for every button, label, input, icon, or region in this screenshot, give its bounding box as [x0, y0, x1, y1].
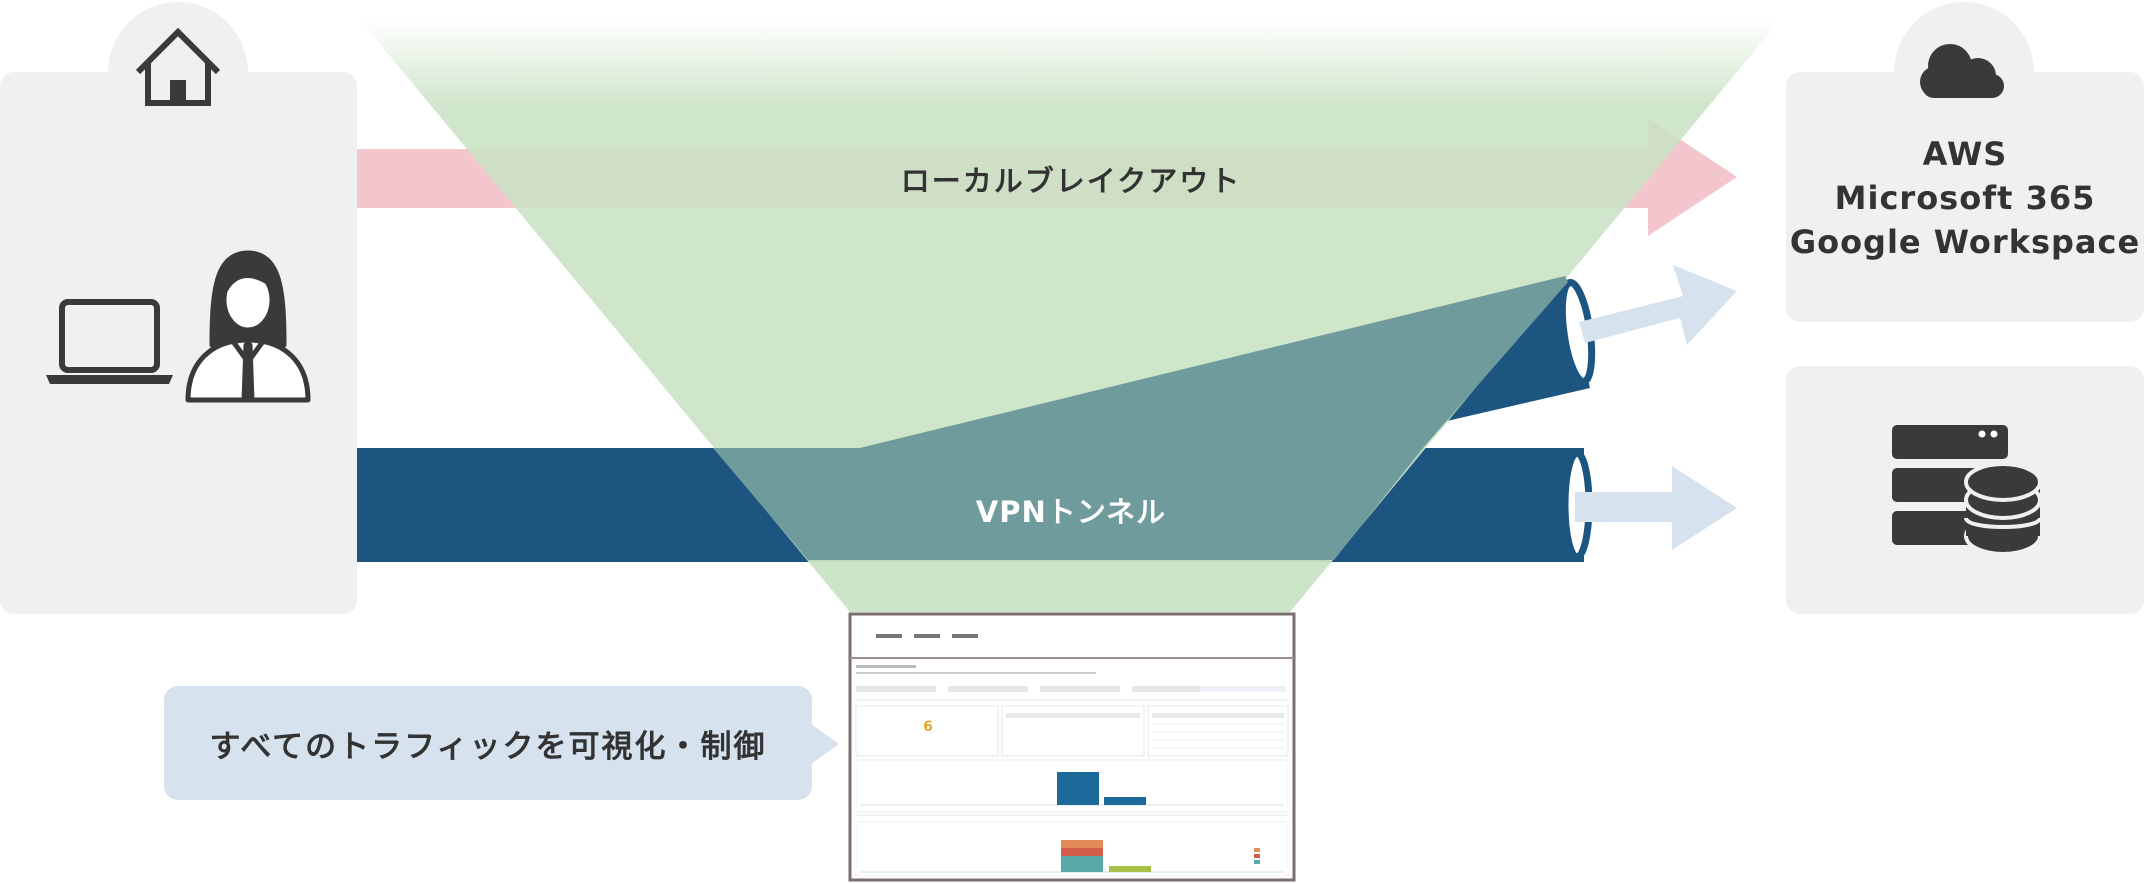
home-icon	[135, 27, 221, 106]
tunnel-arrow-datacenter	[1575, 466, 1737, 550]
laptop-icon	[46, 299, 173, 384]
cloud-services-list: AWS Microsoft 365 Google Workspace	[1786, 132, 2144, 264]
cloud-service-aws: AWS	[1922, 135, 2008, 173]
visibility-callout-text: すべてのトラフィックを可視化・制御	[209, 728, 767, 765]
vpn-tunnel-label: VPNトンネル	[976, 495, 1166, 529]
overlap-main	[713, 448, 1423, 560]
overlap-branch	[860, 276, 1568, 448]
dashboard-counter: 6	[923, 719, 933, 735]
local-breakout-label: ローカルブレイクアウト	[901, 164, 1241, 198]
user-icon	[185, 250, 311, 403]
cloud-service-google-workspace: Google Workspace	[1789, 223, 2141, 261]
dashboard-thumbnail: 6	[848, 612, 1296, 882]
visibility-funnel	[360, 20, 1780, 612]
visibility-callout: すべてのトラフィックを可視化・制御	[164, 686, 839, 800]
cloud-icon	[1920, 44, 2004, 98]
home-panel	[0, 2, 357, 614]
tunnel-arrow-cloud	[1579, 265, 1737, 345]
cloud-service-microsoft365: Microsoft 365	[1834, 179, 2096, 217]
server-database-icon	[1892, 425, 2042, 556]
